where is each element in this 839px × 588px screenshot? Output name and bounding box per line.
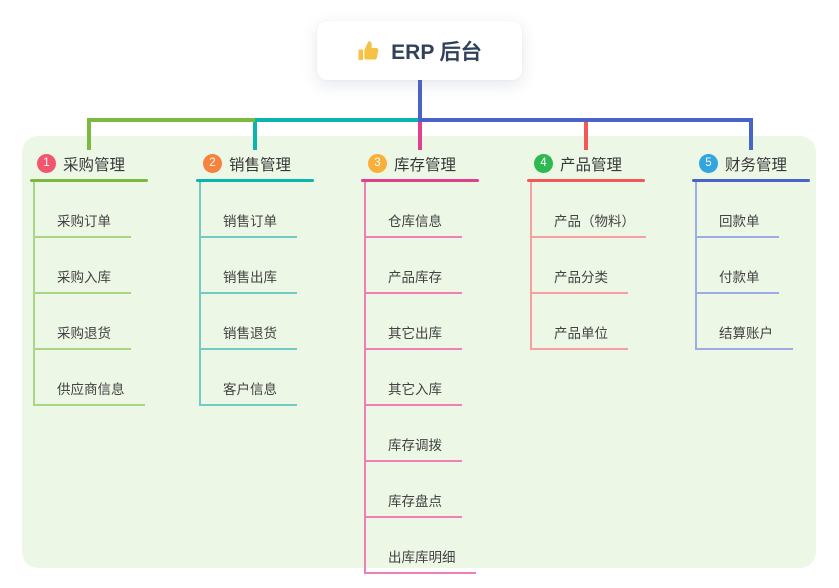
child-node[interactable]: 回款单 — [697, 182, 779, 238]
child-node[interactable]: 产品库存 — [366, 238, 462, 294]
branch-node-5: 5 财务管理 回款单付款单结算账户 — [692, 150, 810, 350]
branch-underline — [196, 179, 314, 182]
child-node-label: 采购入库 — [57, 270, 111, 285]
branch-node-2: 2 销售管理 销售订单销售出库销售退货客户信息 — [196, 150, 314, 406]
child-node[interactable]: 产品单位 — [532, 294, 628, 350]
branch-node-1: 1 采购管理 采购订单采购入库采购退货供应商信息 — [30, 150, 148, 406]
child-node-label: 采购订单 — [57, 214, 111, 229]
child-node-label: 库存盘点 — [388, 494, 442, 509]
child-node-label: 其它入库 — [388, 382, 442, 397]
child-node-label: 仓库信息 — [388, 214, 442, 229]
drop-line-3 — [418, 122, 422, 150]
branch-title-label: 产品管理 — [560, 156, 623, 174]
branches-panel — [22, 136, 816, 568]
child-node-label: 客户信息 — [223, 382, 277, 397]
branch-header[interactable]: 3 库存管理 — [361, 150, 479, 177]
child-node[interactable]: 产品分类 — [532, 238, 628, 294]
child-node-label: 产品库存 — [388, 270, 442, 285]
child-node[interactable]: 结算账户 — [697, 294, 793, 350]
child-node[interactable]: 采购订单 — [35, 182, 131, 238]
branch-header[interactable]: 1 采购管理 — [30, 150, 148, 177]
child-node[interactable]: 其它出库 — [366, 294, 462, 350]
child-node[interactable]: 销售订单 — [201, 182, 297, 238]
branch-number-badge: 2 — [203, 154, 222, 173]
bus-line-teal — [255, 118, 418, 122]
branch-children: 仓库信息产品库存其它出库其它入库库存调拨库存盘点出库库明细 — [364, 182, 479, 574]
drop-line-5 — [749, 122, 753, 150]
child-node-label: 产品单位 — [554, 326, 608, 341]
branch-title-label: 库存管理 — [394, 156, 457, 174]
branch-children: 回款单付款单结算账户 — [695, 182, 810, 350]
child-node-label: 销售订单 — [223, 214, 277, 229]
branch-children: 采购订单采购入库采购退货供应商信息 — [33, 182, 148, 406]
child-node-label: 回款单 — [719, 214, 760, 229]
child-node-label: 其它出库 — [388, 326, 442, 341]
branch-number-badge: 5 — [699, 154, 718, 173]
child-node[interactable]: 仓库信息 — [366, 182, 462, 238]
child-node-label: 采购退货 — [57, 326, 111, 341]
child-node[interactable]: 销售退货 — [201, 294, 297, 350]
child-node[interactable]: 采购退货 — [35, 294, 131, 350]
branch-children: 产品（物料） 产品分类产品单位 — [530, 182, 646, 350]
child-node-label: 库存调拨 — [388, 438, 442, 453]
child-node[interactable]: 客户信息 — [201, 350, 297, 406]
child-node-label: 付款单 — [719, 270, 760, 285]
branch-node-3: 3 库存管理 仓库信息产品库存其它出库其它入库库存调拨库存盘点出库库明细 — [361, 150, 479, 574]
branch-node-4: 4 产品管理 产品（物料） 产品分类产品单位 — [527, 150, 646, 350]
child-node[interactable]: 产品（物料） — [532, 182, 646, 238]
child-node[interactable]: 其它入库 — [366, 350, 462, 406]
child-node[interactable]: 付款单 — [697, 238, 779, 294]
root-node-label: ERP 后台 — [391, 40, 482, 64]
branch-children: 销售订单销售出库销售退货客户信息 — [199, 182, 314, 406]
branch-underline — [692, 179, 810, 182]
thumbs-up-icon — [357, 39, 381, 63]
child-node[interactable]: 库存盘点 — [366, 462, 462, 518]
branch-title-label: 财务管理 — [725, 156, 788, 174]
root-drop-line — [418, 80, 422, 118]
child-node[interactable]: 出库库明细 — [366, 518, 476, 574]
child-node-label: 销售出库 — [223, 270, 277, 285]
child-node-label: 销售退货 — [223, 326, 277, 341]
branch-header[interactable]: 2 销售管理 — [196, 150, 314, 177]
branch-underline — [361, 179, 479, 182]
branch-number-badge: 3 — [368, 154, 387, 173]
child-node-label: 供应商信息 — [57, 382, 125, 397]
branch-underline — [527, 179, 645, 182]
child-node[interactable]: 销售出库 — [201, 238, 297, 294]
drop-line-2 — [253, 122, 257, 150]
branch-underline — [30, 179, 148, 182]
child-node-label: 出库库明细 — [388, 550, 456, 565]
branch-number-badge: 4 — [534, 154, 553, 173]
child-node-label: 产品分类 — [554, 270, 608, 285]
bus-line-green — [87, 118, 255, 122]
branch-header[interactable]: 4 产品管理 — [527, 150, 645, 177]
drop-line-1 — [87, 122, 91, 150]
branch-header[interactable]: 5 财务管理 — [692, 150, 810, 177]
child-node[interactable]: 采购入库 — [35, 238, 131, 294]
branch-number-badge: 1 — [37, 154, 56, 173]
root-node[interactable]: ERP 后台 — [317, 21, 522, 80]
child-node[interactable]: 库存调拨 — [366, 406, 462, 462]
child-node[interactable]: 供应商信息 — [35, 350, 145, 406]
child-node-label: 结算账户 — [719, 326, 773, 341]
branch-title-label: 销售管理 — [229, 156, 292, 174]
drop-line-4 — [584, 122, 588, 150]
child-node-label: 产品（物料） — [554, 214, 635, 229]
branch-title-label: 采购管理 — [63, 156, 126, 174]
bus-line-blue — [418, 118, 753, 122]
